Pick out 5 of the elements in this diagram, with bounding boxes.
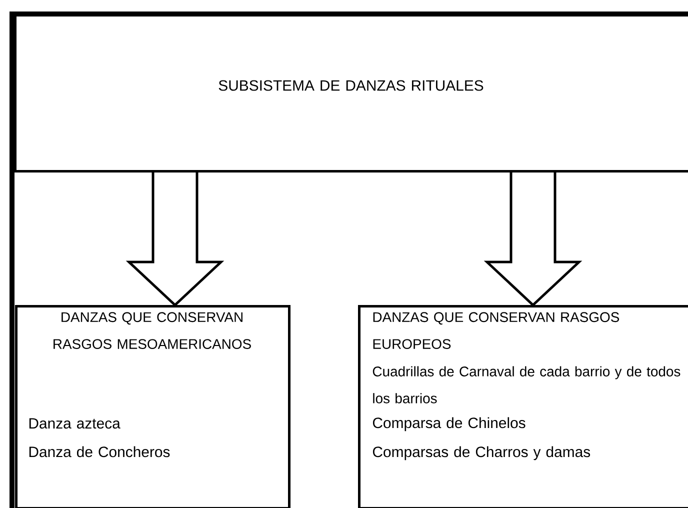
block-arrow <box>126 171 224 307</box>
category-box: DANZAS QUE CONSERVAN RASGOS MESOAMERICANOS Danza azteca Danza de Concheros <box>15 305 290 508</box>
category-box: DANZAS QUE CONSERVAN RASGOS EUROPEOS Cuadrillas de Carnaval de cada barrio y de todos los barrios Comparsa de Chinelos Comparsas de Charros y damas <box>358 305 688 508</box>
title-box: SUBSISTEMA DE DANZAS RITUALES <box>14 14 688 172</box>
block-arrow <box>484 171 582 307</box>
